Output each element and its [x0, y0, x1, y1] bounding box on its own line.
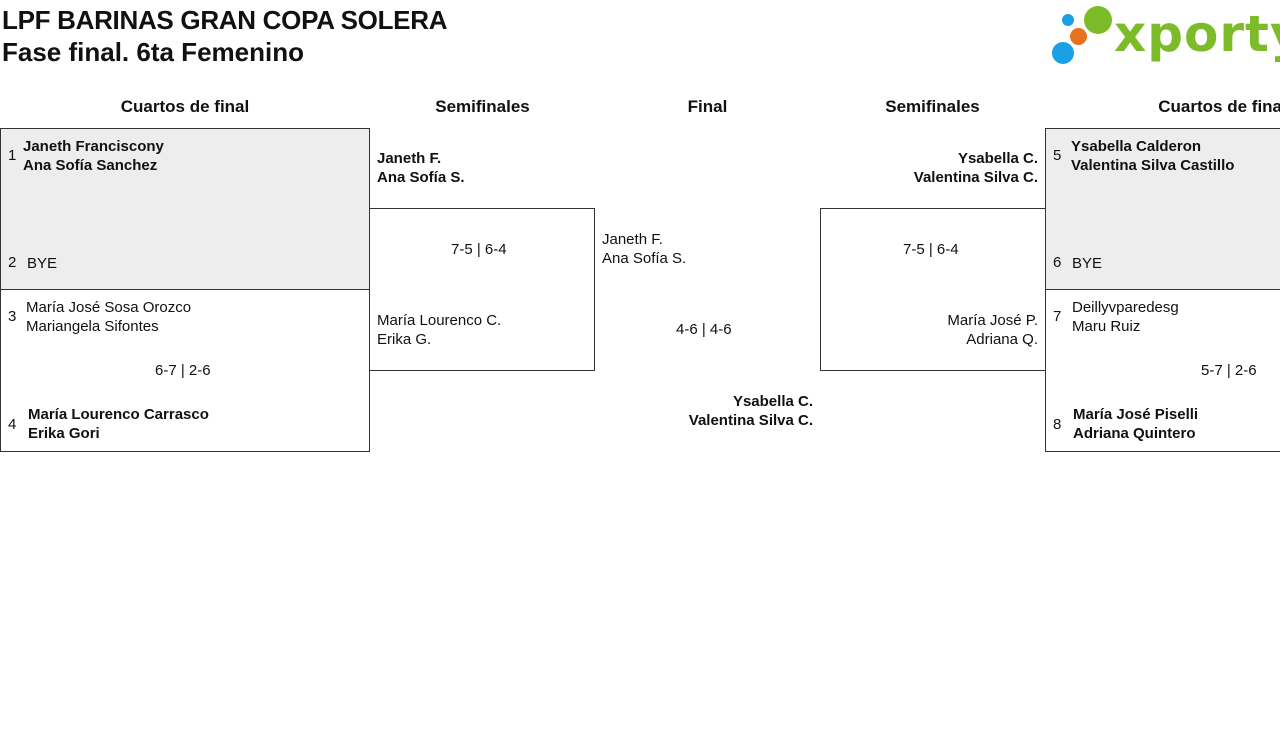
player-name: María Lourenco Carrasco: [28, 406, 209, 423]
logo-text: xporty: [1114, 5, 1280, 63]
seed-number: 6: [1053, 254, 1062, 271]
player-name: Janeth Franciscony: [23, 138, 164, 155]
player-name: BYE: [27, 255, 58, 272]
final-winner-name: Valentina Silva C.: [688, 412, 813, 429]
player-name: Erika Gori: [28, 425, 100, 442]
player-name: Mariangela Sifontes: [26, 318, 159, 335]
qf-left-match-1[interactable]: 1 Janeth Franciscony Ana Sofía Sanchez 2…: [0, 128, 370, 290]
logo-dot-blue-large-icon: [1052, 42, 1074, 64]
final-player-name: Janeth F.: [602, 231, 663, 248]
sf-right-winner-name: Valentina Silva C.: [913, 169, 1038, 186]
player-name: BYE: [1072, 255, 1103, 272]
column-header-qf-right: Cuartos de final: [1158, 97, 1280, 116]
match-score: 6-7 | 2-6: [155, 362, 211, 379]
match-score: 7-5 | 6-4: [451, 241, 507, 258]
match-score: 5-7 | 2-6: [1201, 362, 1257, 379]
logo-dot-blue-icon: [1062, 14, 1074, 26]
player-name: Maru Ruiz: [1072, 318, 1141, 335]
player-name: Adriana Quintero: [1073, 425, 1196, 442]
column-header-final: Final: [687, 97, 728, 116]
match-score: 7-5 | 6-4: [903, 241, 959, 258]
seed-number: 7: [1053, 308, 1062, 325]
player-name: Adriana Q.: [966, 331, 1038, 348]
page-subtitle: Fase final. 6ta Femenino: [2, 37, 304, 67]
player-name: Ana Sofía Sanchez: [23, 157, 158, 174]
seed-number: 8: [1053, 416, 1062, 433]
player-name: María José Piselli: [1073, 406, 1199, 423]
seed-number: 3: [8, 308, 17, 325]
sf-left-match[interactable]: 7-5 | 6-4 María Lourenco C. Erika G.: [369, 208, 595, 371]
page-title: LPF BARINAS GRAN COPA SOLERA: [2, 5, 448, 35]
sf-left-winner-name: Ana Sofía S.: [377, 169, 465, 186]
player-name: Ysabella Calderon: [1071, 138, 1202, 155]
player-name: María Lourenco C.: [377, 312, 502, 329]
final-score: 4-6 | 4-6: [676, 321, 732, 338]
seed-number: 4: [8, 416, 17, 433]
logo-dot-green-icon: [1084, 6, 1112, 34]
qf-right-match-2[interactable]: 7 Deillyvparedesg Maru Ruiz 5-7 | 2-6 8 …: [1045, 289, 1280, 452]
column-header-sf-right: Semifinales: [885, 97, 980, 116]
xporty-logo[interactable]: xporty: [1050, 4, 1280, 68]
final-player-name: Ana Sofía S.: [602, 250, 687, 267]
column-header-sf-left: Semifinales: [435, 97, 530, 116]
final-winner-name: Ysabella C.: [732, 393, 813, 410]
logo-dot-orange-icon: [1070, 28, 1087, 45]
player-name: María José Sosa Orozco: [26, 299, 192, 316]
qf-right-match-1[interactable]: 5 Ysabella Calderon Valentina Silva Cast…: [1045, 128, 1280, 290]
sf-right-match[interactable]: 7-5 | 6-4 María José P. Adriana Q.: [820, 208, 1046, 371]
player-name: Deillyvparedesg: [1072, 299, 1179, 316]
seed-number: 1: [8, 147, 17, 164]
column-header-qf-left: Cuartos de final: [120, 97, 250, 116]
sf-right-winner-name: Ysabella C.: [957, 150, 1038, 167]
qf-left-match-2[interactable]: 3 María José Sosa Orozco Mariangela Sifo…: [0, 289, 370, 452]
seed-number: 5: [1053, 147, 1062, 164]
seed-number: 2: [8, 254, 17, 271]
player-name: Erika G.: [377, 331, 432, 348]
sf-left-winner-name: Janeth F.: [377, 150, 442, 167]
player-name: María José P.: [947, 312, 1038, 329]
player-name: Valentina Silva Castillo: [1071, 157, 1235, 174]
